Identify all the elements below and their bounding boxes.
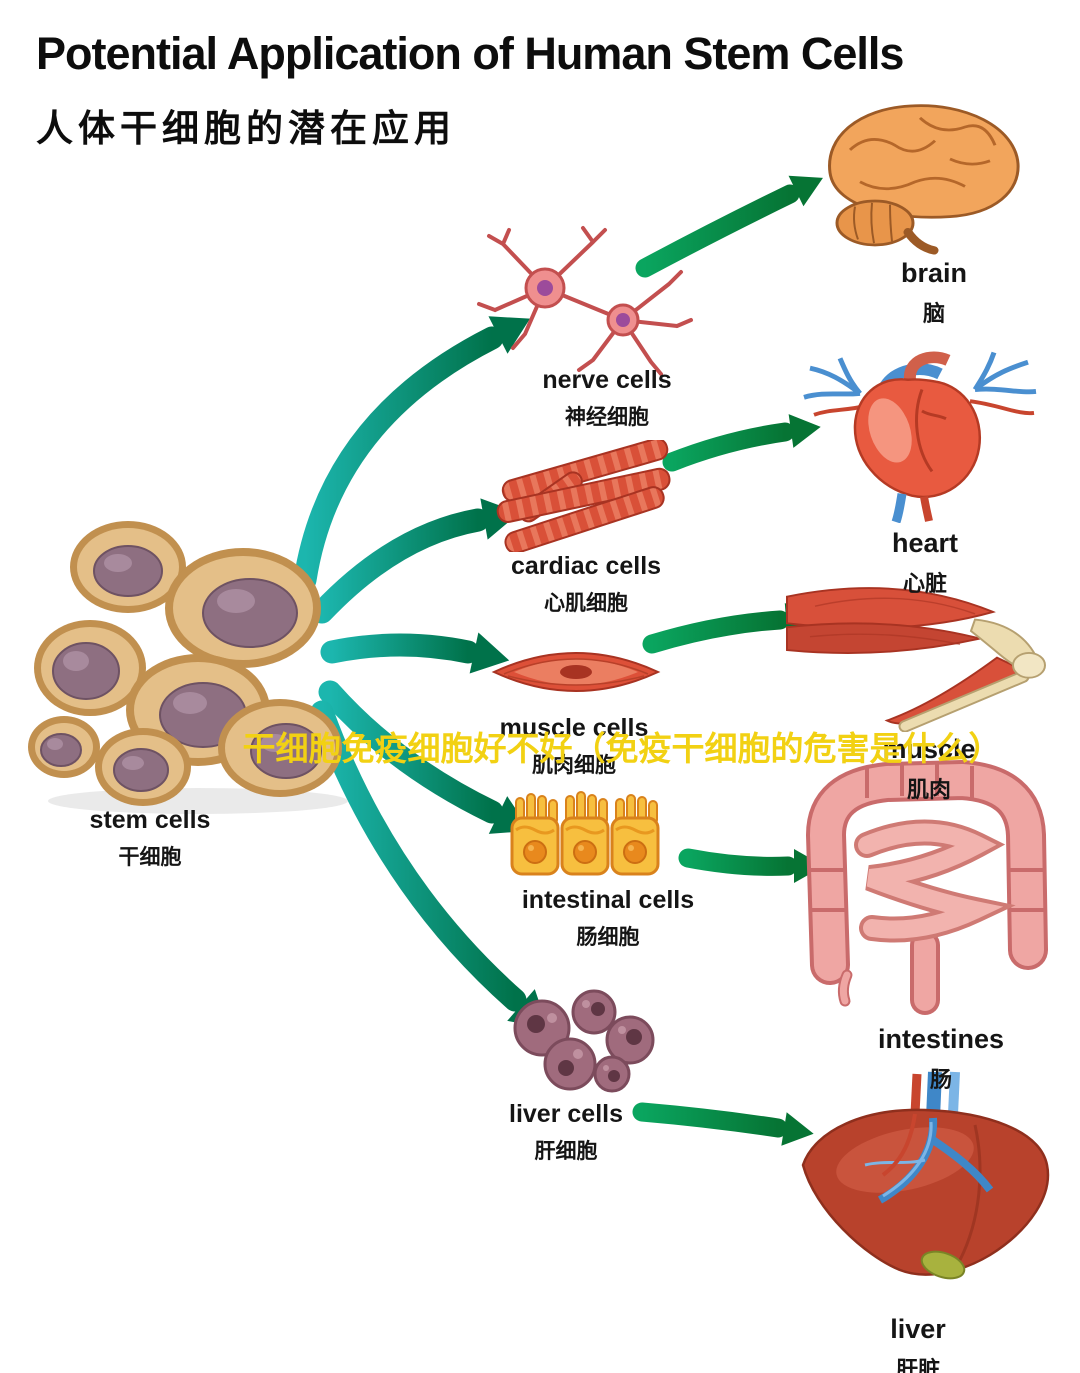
muscle-cell-nucleus (560, 665, 592, 679)
intestines-label: intestines 肠 (878, 1024, 1004, 1094)
arrow-stem-to-muscle (320, 633, 480, 664)
arrow-intestinalcells-to-intestines (678, 848, 798, 876)
arrow-cardiac-to-heart (662, 422, 795, 472)
hepatic-vein (948, 1071, 960, 1115)
heart-label-en: heart (891, 528, 959, 558)
appendix (839, 971, 851, 1005)
neuron-nucleus (616, 313, 630, 327)
muscle-cells-illustration (488, 632, 663, 717)
liver-cells-label-zh: 肝细胞 (534, 1140, 598, 1163)
intestinal-cell-group (510, 791, 660, 876)
cardiac-cells-label-en: cardiac cells (510, 552, 662, 580)
liver-label-zh: 肝脏 (895, 1357, 941, 1373)
muscle-label-en: muscle (882, 734, 976, 764)
nerve-cells-label-en: nerve cells (542, 366, 672, 394)
page-subtitle: 人体干细胞的潜在应用 (36, 108, 456, 149)
brain-label-zh: 脑 (922, 301, 946, 326)
liver-label-en: liver (890, 1314, 946, 1344)
brain-label-en: brain (900, 258, 968, 288)
aorta (904, 351, 951, 381)
brain-illustration (800, 95, 1035, 260)
coronary-vessels (915, 389, 947, 473)
cardiac-cells-label: cardiac cells 心肌细胞 (511, 552, 661, 617)
lower-arm-muscle (786, 622, 981, 654)
watermark-text: 干细胞免疫细胞好不好（免疫干细胞的危害是什么） (242, 730, 1002, 767)
nerve-cells-illustration (465, 222, 695, 382)
stem-cells-illustration (28, 505, 348, 820)
small-intestine (858, 823, 1004, 939)
nerve-cells-label-zh: 神经细胞 (564, 406, 649, 429)
muscle-label-zh: 肌肉 (906, 777, 951, 802)
brain-label: brain 脑 (901, 258, 967, 328)
gallbladder (920, 1250, 966, 1280)
intestinal-cells-label-zh: 肠细胞 (576, 926, 640, 949)
cardiac-cells-illustration (488, 437, 683, 557)
brain-gyri (848, 116, 997, 191)
heart-blue-vessels (803, 351, 1037, 400)
liver-cell-cluster (513, 989, 655, 1093)
hepatic-artery (910, 1073, 922, 1115)
heart-label-zh: 心脏 (902, 571, 947, 596)
elbow-joint (1012, 651, 1046, 679)
liver-label: liver 肝脏 (890, 1314, 946, 1373)
intestinal-cells-illustration (502, 788, 672, 888)
heart-illustration (790, 333, 1045, 528)
heart-label: heart 心脏 (892, 528, 958, 598)
muscle-illustration (785, 570, 1070, 737)
liver-cells-label: liver cells 肝细胞 (509, 1100, 623, 1165)
cerebellum-folds (853, 202, 893, 244)
liver-lobe-divide (958, 1124, 982, 1261)
descending-aorta (920, 496, 933, 522)
intestinal-cells-label: intestinal cells 肠细胞 (522, 886, 694, 951)
arrow-livercells-to-liver (632, 1102, 788, 1138)
stem-cell-cluster (28, 521, 342, 806)
intestinal-cells-label-en: intestinal cells (521, 886, 695, 914)
neuron-dendrites (477, 226, 693, 376)
stem-cells-label-zh: 干细胞 (118, 846, 182, 869)
cerebellum (835, 199, 915, 247)
hepatic-artery-branch (881, 1113, 917, 1177)
stem-cells-label-en: stem cells (89, 806, 211, 834)
heart-highlight (868, 398, 912, 463)
brain-stem (903, 228, 939, 255)
cardiac-cells-label-zh: 心肌细胞 (544, 592, 628, 615)
inferior-vena-cava (891, 493, 907, 524)
neuron-nucleus (537, 280, 553, 296)
biceps-muscle (786, 587, 996, 629)
nerve-cells-label: nerve cells 神经细胞 (542, 366, 671, 431)
muscle-striations (809, 597, 976, 646)
colon (810, 764, 1044, 981)
liver-cells-label-en: liver cells (509, 1100, 623, 1128)
intestines-label-en: intestines (877, 1024, 1005, 1054)
muscle-label: muscle 肌肉 (882, 734, 975, 804)
muscle-cells-label-zh: 肌肉细胞 (532, 754, 616, 777)
page-title: Potential Application of Human Stem Cell… (36, 28, 904, 79)
muscle-striations (503, 658, 649, 686)
stem-cells-label: stem cells 干细胞 (90, 806, 211, 871)
arrow-musclecells-to-muscle (642, 610, 790, 654)
intestines-illustration (792, 750, 1057, 1020)
intestines-label-zh: 肠 (929, 1067, 953, 1092)
cardiac-fibers (496, 437, 671, 554)
colon-haustra (810, 762, 1046, 912)
liver-illustration (785, 1070, 1070, 1315)
liver-cells-illustration (498, 982, 663, 1102)
forearm-bone (900, 672, 1028, 731)
